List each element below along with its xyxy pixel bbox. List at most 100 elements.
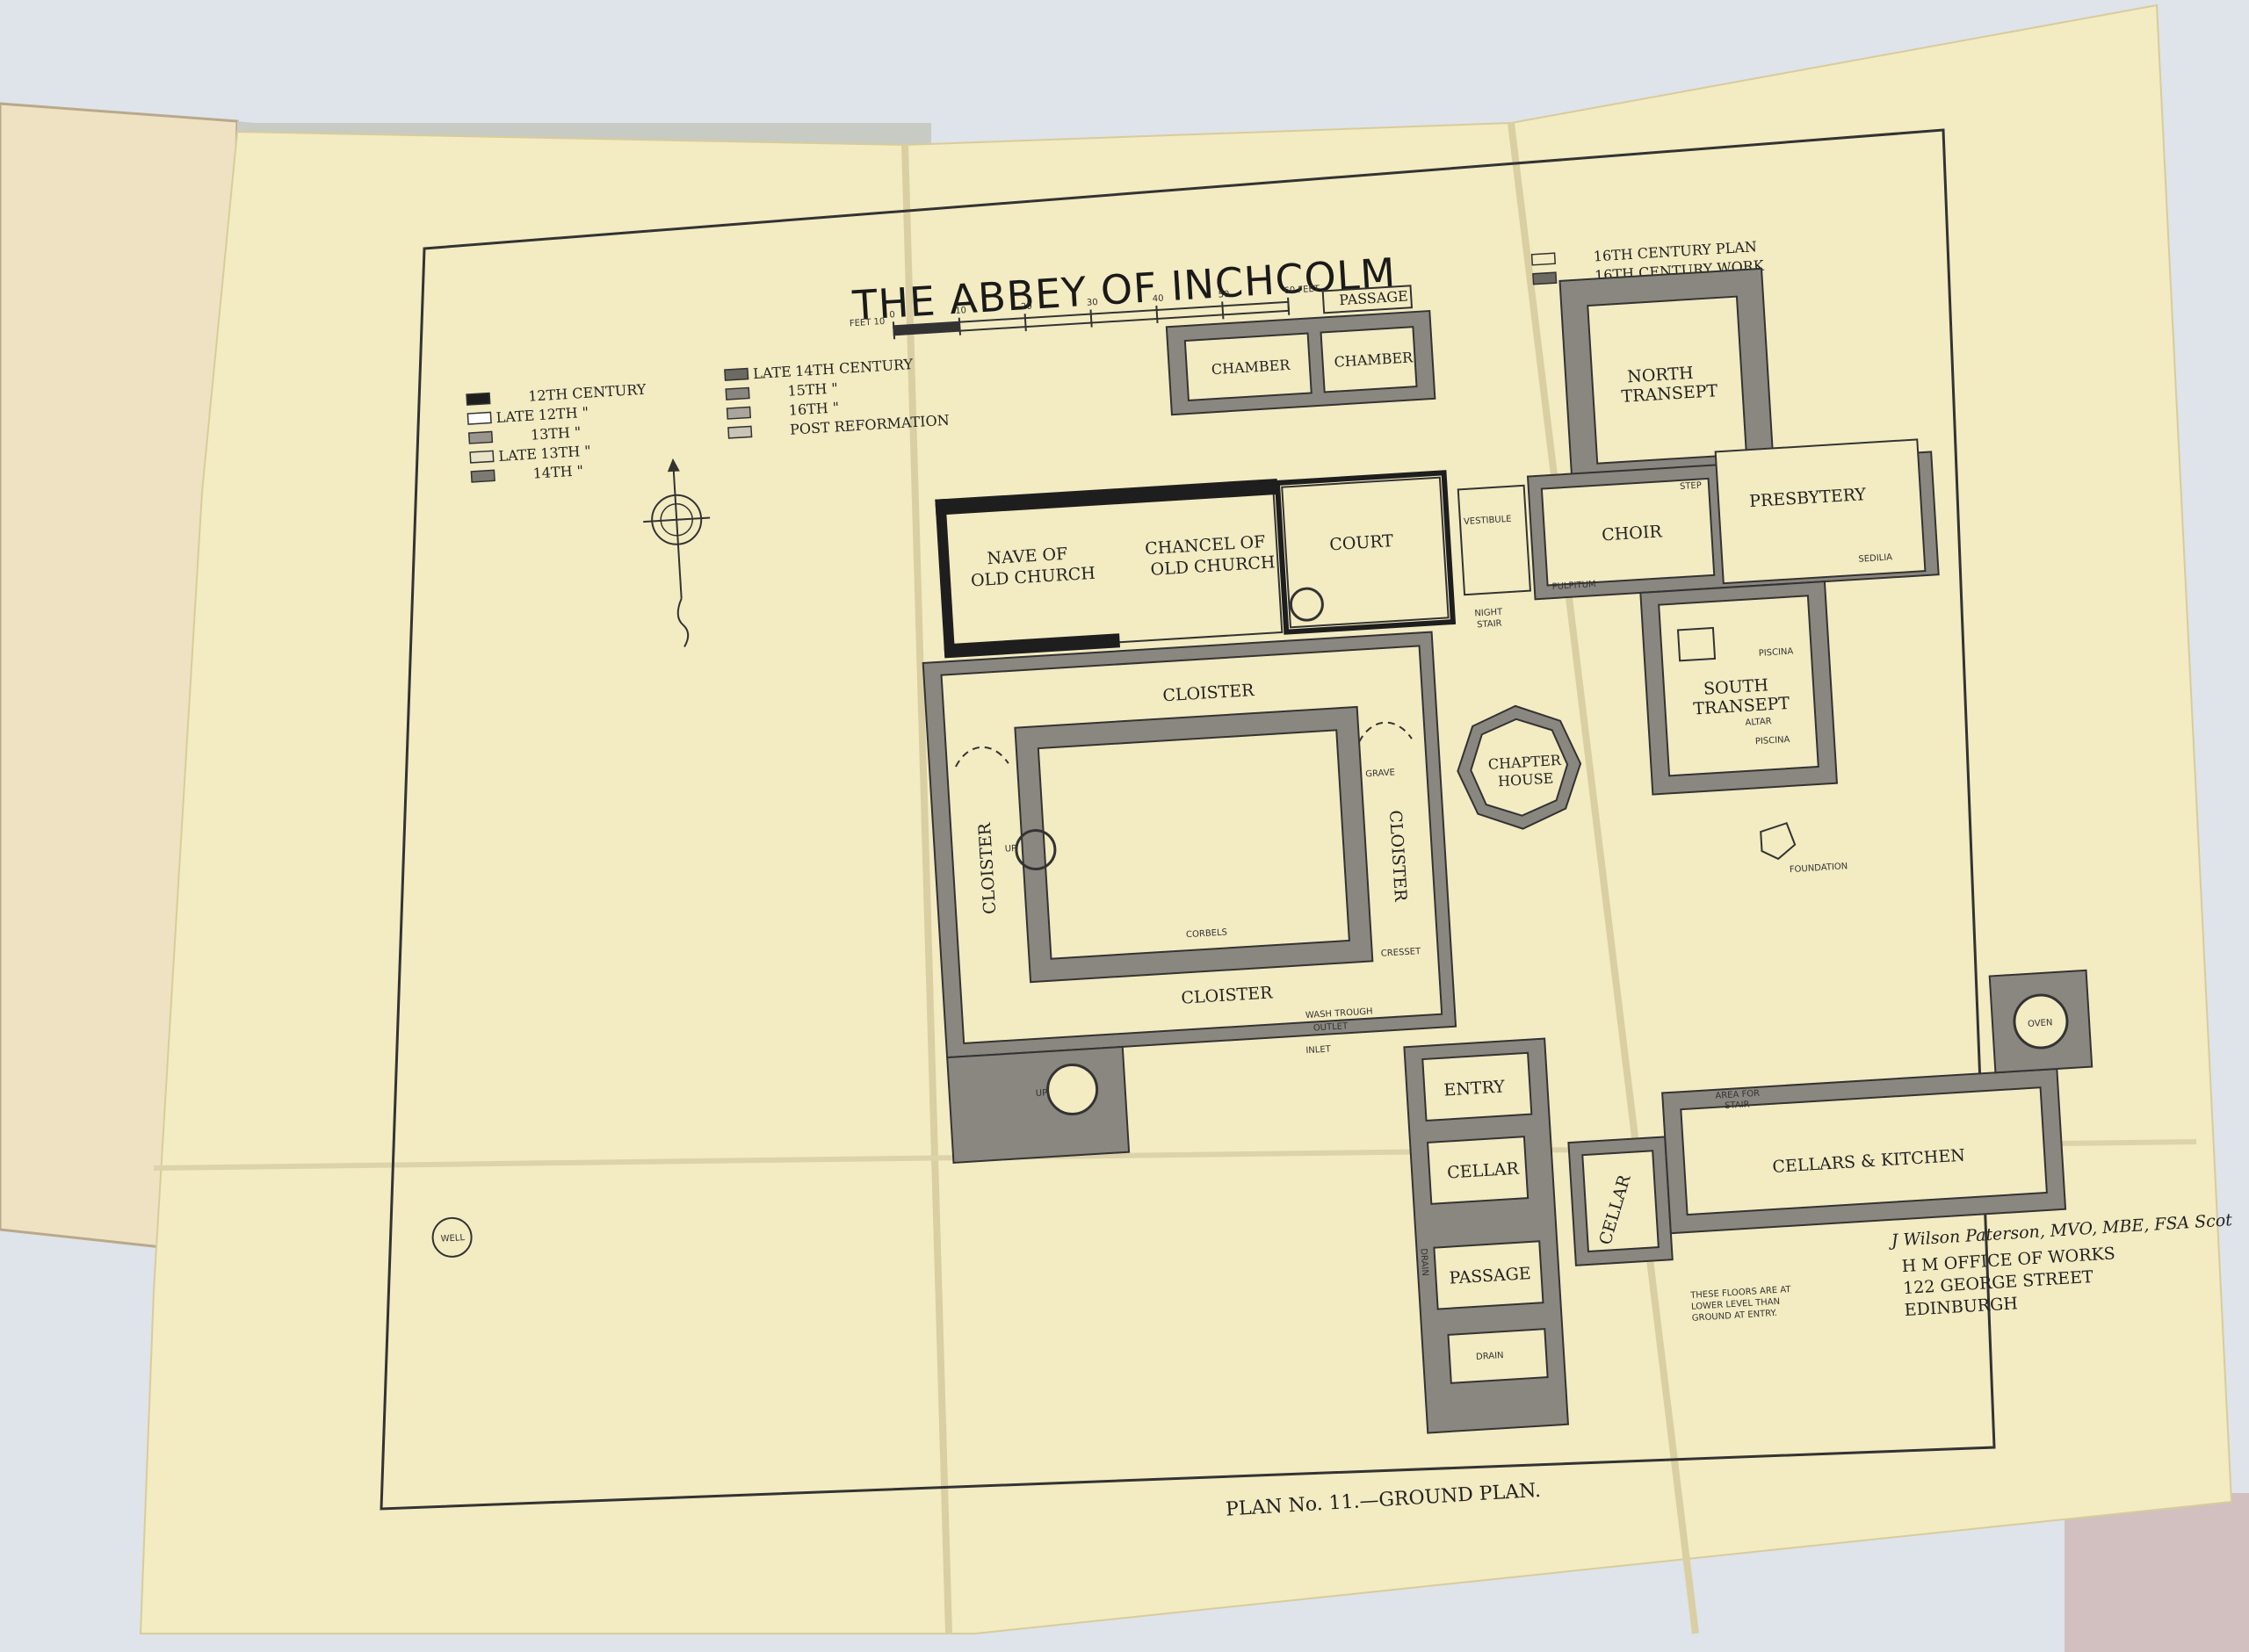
scale-tick-label: 0 [889, 310, 895, 320]
legend-swatch [1532, 271, 1558, 285]
plan-border [380, 128, 1996, 1511]
area-for-stair-label-1: AREA FOR [1715, 1089, 1760, 1101]
entry-label: ENTRY [1443, 1077, 1506, 1100]
legend-label: 12TH " [538, 404, 589, 423]
step-label: STEP [1680, 480, 1702, 491]
legend-label: 16TH " [788, 399, 839, 418]
scale-tick [892, 321, 896, 340]
scale-tick-label: 50 [1218, 290, 1229, 300]
chamber-room-1 [1183, 332, 1313, 401]
drain-low-room [1447, 1328, 1549, 1384]
old-church-wall-n [935, 478, 1278, 516]
scale-tick [1287, 297, 1291, 315]
cellar-label-1: CELLAR [1447, 1159, 1521, 1183]
vestibule-room [1457, 484, 1532, 596]
old-church-wall-s [944, 633, 1121, 659]
legend-swatch [724, 367, 749, 381]
north-transept-room [1587, 295, 1747, 465]
fold-line-2 [1508, 122, 1699, 1634]
choir-room [1540, 477, 1716, 587]
chamber-room-2 [1320, 326, 1418, 393]
sedilia-label: SEDILIA [1858, 552, 1892, 564]
chapter-house-room [1470, 718, 1569, 817]
scale-tick-label: 20 [1021, 302, 1032, 313]
night-stair-label-2: STAIR [1477, 619, 1502, 631]
scale-tick [1155, 305, 1159, 323]
well-label: WELL [440, 1233, 465, 1244]
choir-label: CHOIR [1602, 522, 1663, 545]
legend-label: 15TH " [787, 379, 838, 399]
up-label-2: UP [1036, 1088, 1048, 1099]
scale-tick [1221, 301, 1225, 320]
table-corner [2065, 1493, 2249, 1652]
legend-label: 13TH " [530, 423, 581, 443]
chapter-house-label-2: HOUSE [1498, 769, 1554, 790]
legend-prefix: LATE [498, 445, 538, 465]
court-label: COURT [1329, 531, 1394, 554]
north-arrow-icon [643, 458, 711, 648]
cloister-garth [1037, 729, 1350, 960]
foundation-outline [1760, 822, 1797, 861]
north-transept-label-1: NORTH [1627, 364, 1695, 387]
south-transept-room [1658, 595, 1819, 777]
legend-swatch [470, 469, 495, 483]
cloister-stair [1015, 829, 1057, 871]
outlet-label: OUTLET [1313, 1021, 1349, 1033]
scale-tick-label: 30 [1087, 298, 1098, 308]
foundation-label: FOUNDATION [1790, 862, 1848, 875]
wash-trough-label: WASH TROUGH [1305, 1006, 1373, 1021]
old-church-wall-w [935, 499, 956, 658]
area-for-stair-label-2: STAIR [1725, 1100, 1750, 1111]
altar-block-1 [1676, 626, 1717, 662]
scale-bar: FEET 10 0 10 20 30 40 50 60 FEET [850, 285, 1320, 340]
altar-label: ALTAR [1745, 717, 1772, 728]
court-walls [1274, 470, 1457, 635]
kitchen-room [1680, 1086, 2048, 1216]
scale-tick [1089, 309, 1093, 328]
legend-swatch [725, 386, 750, 400]
passage-top-box [1321, 285, 1414, 314]
corbels-label: CORBELS [1186, 927, 1227, 940]
scale-tick-label: 60 FEET [1284, 285, 1320, 297]
grave-label: GRAVE [1365, 768, 1395, 779]
legend-swatch [727, 425, 753, 439]
scale-tick [1023, 314, 1027, 332]
inlet-label: INLET [1305, 1044, 1332, 1056]
vestibule-label: VESTIBULE [1464, 515, 1512, 527]
cresset-label: CRESSET [1381, 947, 1422, 959]
presbytery-room [1714, 438, 1927, 585]
piscina-label-1: PISCINA [1758, 646, 1793, 658]
court-room [1281, 476, 1450, 629]
pulpitum-label: PULPITUM [1551, 580, 1596, 592]
up-label-1: UP [1004, 844, 1016, 855]
scale-tick-label: 10 [955, 306, 966, 316]
legend-prefix: LATE [495, 407, 535, 426]
passage-top-label: PASSAGE [1339, 287, 1409, 308]
legend-label: 13TH " [540, 443, 591, 462]
legend-swatch [466, 392, 491, 406]
scale-tick-label: 40 [1153, 293, 1164, 304]
sw-block [946, 1045, 1131, 1164]
drain-low-label: DRAIN [1476, 1351, 1504, 1362]
sw-stair [1046, 1063, 1099, 1115]
piscina-label-2: PISCINA [1755, 735, 1790, 747]
legend-label: 14TH " [532, 462, 583, 481]
legend-swatch [726, 406, 752, 420]
night-stair-label-1: NIGHT [1474, 608, 1503, 619]
scale-label: FEET 10 [850, 317, 886, 328]
scale-tick [958, 317, 961, 335]
oven-label: OVEN [2028, 1018, 2053, 1029]
drain-side-label: DRAIN [1418, 1248, 1429, 1276]
well-icon [431, 1216, 473, 1258]
fold-line-1 [901, 144, 952, 1634]
legend-swatch [467, 430, 494, 444]
cellar-room-1 [1427, 1136, 1529, 1205]
entry-room [1421, 1051, 1533, 1122]
passage-low-room [1433, 1240, 1544, 1310]
oven-icon [2013, 993, 2069, 1050]
court-stair [1289, 587, 1324, 622]
south-transept-label-1: SOUTH [1703, 675, 1768, 698]
cellar-room-2 [1581, 1150, 1660, 1253]
